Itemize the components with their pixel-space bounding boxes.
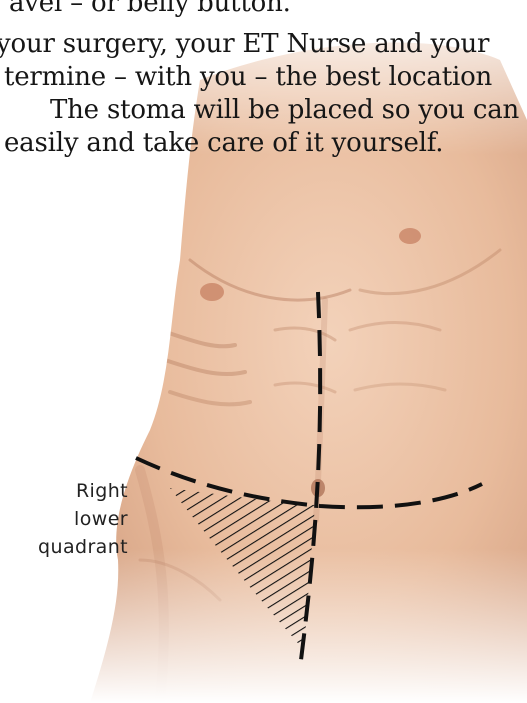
body-text-line: easily and take care of it yourself. bbox=[4, 128, 443, 158]
body-text-line: your surgery, your ET Nurse and your bbox=[0, 29, 489, 59]
quadrant-label-line: lower bbox=[8, 505, 128, 533]
body-text-line: The stoma will be placed so you can bbox=[50, 95, 519, 125]
body-text-line: avel – or belly button. bbox=[9, 0, 291, 18]
body-text-line: termine – with you – the best location bbox=[4, 62, 492, 92]
quadrant-label-line: quadrant bbox=[8, 533, 128, 561]
quadrant-label-line: Right bbox=[8, 477, 128, 505]
quadrant-label: Right lower quadrant bbox=[8, 477, 128, 561]
